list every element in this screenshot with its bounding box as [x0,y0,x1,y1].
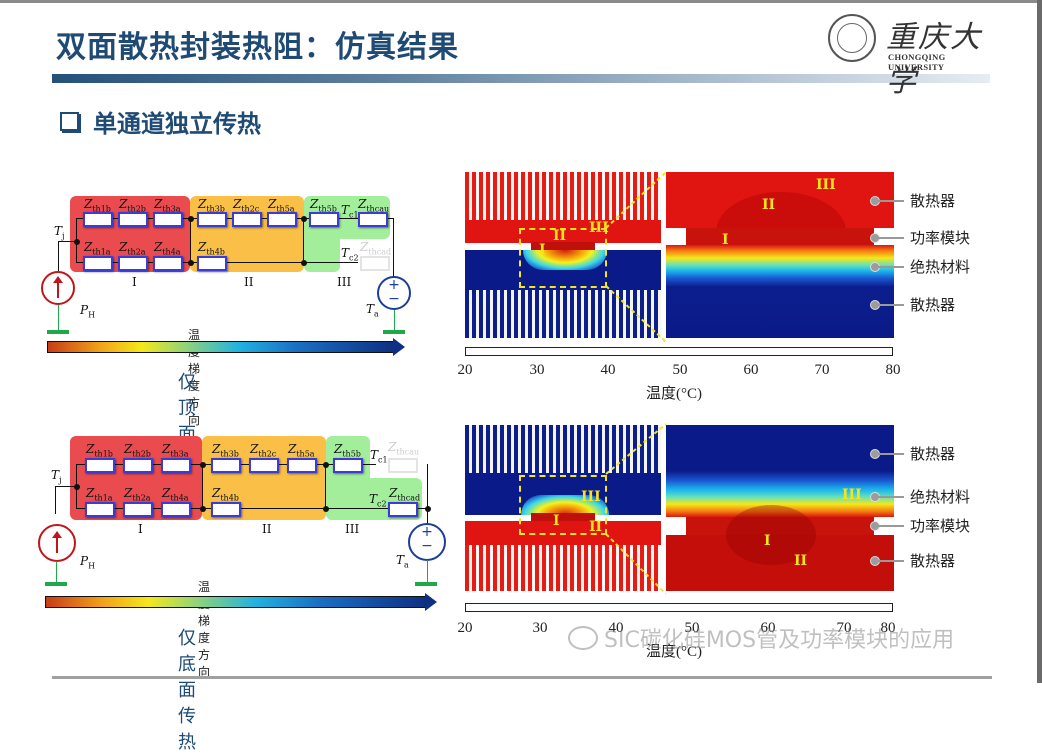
legend-heatsink: 散热器 [910,296,956,314]
colorbar-bottom [465,603,893,612]
resistor-zth4a [161,502,191,517]
simulation-bottom-overview: III I II [465,425,661,591]
zoom-connector-lines [605,423,667,595]
resistor-zth2b [118,212,148,227]
temperature-gradient-arrow [45,593,437,611]
legend-heatsink: 散热器 [910,445,956,463]
university-seal-icon [828,14,876,62]
frame-right-border [1037,0,1042,683]
ground-icon [47,330,69,334]
logo-english-name: CHONGQING UNIVERSITY [888,52,946,72]
ambient-temp-source-icon: +− [377,276,411,310]
legend-heatsink: 散热器 [910,552,956,570]
temperature-gradient-arrow [47,338,405,356]
resistor-zth3a [161,458,191,473]
resistor-zthcau [358,212,388,227]
resistor-zth4b [197,256,227,271]
zoom-connector-lines [605,171,667,343]
ground-icon [415,582,437,586]
zoom-region-box [519,228,607,288]
resistor-zthcau-disabled [388,458,418,473]
logo-chinese-name: 重庆大学 [886,20,982,99]
resistor-zth5b [333,458,363,473]
page-title: 双面散热封装热阻：仿真结果 [56,30,459,65]
resistor-zthcad [388,502,418,517]
diagram-caption-bottom: 仅底面传热 [178,628,196,753]
legend-insulation: 绝热材料 [910,258,971,276]
resistor-zth3a [153,212,183,227]
resistor-zth3b [197,212,227,227]
simulation-bottom-detail: III I II [666,425,894,591]
resistor-zth2c [249,458,279,473]
resistor-zth1a [83,256,113,271]
resistor-zth2a [123,502,153,517]
colorbar-label: 温度(°C) [646,644,702,660]
power-module [686,228,874,245]
legend-power-module: 功率模块 [910,229,971,247]
resistor-zth5b [309,212,339,227]
university-logo: 重庆大学 CHONGQING UNIVERSITY [828,12,988,99]
resistor-zth1a [85,502,115,517]
power-module [686,517,874,535]
section-title: 单通道独立传热 [93,110,261,138]
checkbox-bullet-icon [60,112,79,131]
resistor-zth1b [83,212,113,227]
resistor-zth2c [232,212,262,227]
resistor-zth2a [118,256,148,271]
resistor-zth2b [123,458,153,473]
legend-insulation: 绝热材料 [910,488,971,506]
colorbar-label: 温度(°C) [646,386,702,402]
resistor-zth4a [153,256,183,271]
resistor-zth4b [211,502,241,517]
colorbar-top [465,347,893,356]
legend-power-module: 功率模块 [910,517,971,535]
gradient-direction-label: 温度梯度方向 [198,580,211,679]
resistor-zth5a [287,458,317,473]
resistor-zth1b [85,458,115,473]
watermark: SIC碳化硅MOS管及功率模块的应用 [568,622,954,654]
ground-icon [383,330,405,334]
section-heading: 单通道独立传热 [60,104,261,139]
resistor-zthcad-disabled [360,256,390,271]
top-heatsink-fins [465,172,661,220]
zoom-region-box [519,475,607,535]
footer-divider [52,676,992,679]
frame-top-border [0,0,1042,3]
title-underline [52,74,990,83]
resistor-zth5a [267,212,297,227]
ground-icon [45,582,67,586]
gradient-direction-label: 温度梯度方向 [188,328,201,427]
simulation-top-overview: II III I [465,172,661,338]
resistor-zth3b [211,458,241,473]
heat-source-icon [38,524,76,562]
legend-heatsink: 散热器 [910,192,956,210]
wechat-icon [568,626,598,650]
top-heatsink-fins [465,425,661,473]
simulation-top-detail: III II I [666,172,894,338]
ambient-temp-source-icon: +− [408,523,446,561]
bottom-heatsink-fins [465,545,661,591]
heat-source-icon [41,271,75,305]
bottom-heatsink-fins [465,290,661,338]
